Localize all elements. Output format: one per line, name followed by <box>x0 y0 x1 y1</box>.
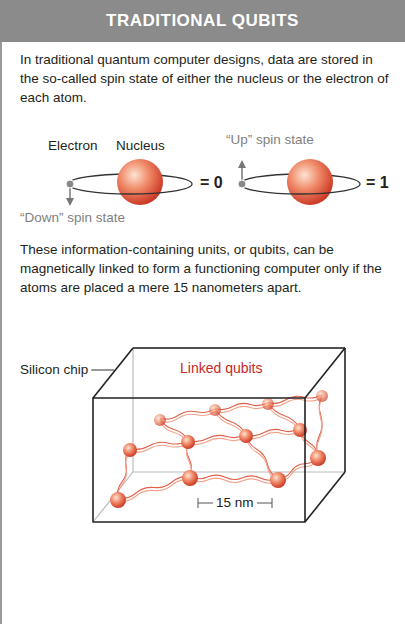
qubit-link <box>160 409 215 420</box>
qubit-atom <box>316 390 328 402</box>
qubit-link <box>118 479 190 501</box>
atom-down <box>66 159 192 205</box>
atom-up <box>238 159 360 205</box>
qubit-link <box>188 438 246 445</box>
qubit-link <box>160 412 215 423</box>
qubit-link <box>118 476 190 498</box>
qubit-link <box>130 444 188 453</box>
spin-label: “Up” spin state <box>226 132 314 148</box>
qubit-atom <box>239 429 253 443</box>
qubit-atom <box>123 443 137 457</box>
intro-text: In traditional quantum computer designs,… <box>20 50 392 107</box>
body-text: These information-containing units, or q… <box>20 240 392 297</box>
qubit-atom <box>209 404 221 416</box>
panel-border <box>0 42 2 624</box>
qubit-atom <box>181 435 195 449</box>
qubit-atom <box>154 414 166 426</box>
silicon-chip <box>93 348 345 522</box>
qubit-link <box>190 475 278 480</box>
qubit-atom <box>270 472 286 488</box>
dimension-label: 15 nm <box>213 495 257 511</box>
part-name: Electron <box>48 138 98 154</box>
value-label: = 0 <box>200 174 223 192</box>
title-band: TRADITIONAL QUBITS <box>0 0 405 42</box>
qubit-atom <box>262 398 274 410</box>
part-name: Linked qubits <box>180 360 263 376</box>
qubit-atom <box>110 492 126 508</box>
qubit-link <box>190 478 278 483</box>
qubit-link <box>246 432 300 439</box>
qubit-atom <box>182 470 198 486</box>
qubit-link <box>268 398 322 407</box>
qubit-atom <box>310 450 326 466</box>
qubit-link <box>215 406 268 413</box>
value-label: = 1 <box>366 174 389 192</box>
part-name: Nucleus <box>116 138 165 154</box>
part-name: Silicon chip <box>20 362 88 378</box>
leader-line <box>91 370 114 371</box>
spin-label: “Down” spin state <box>20 210 125 226</box>
